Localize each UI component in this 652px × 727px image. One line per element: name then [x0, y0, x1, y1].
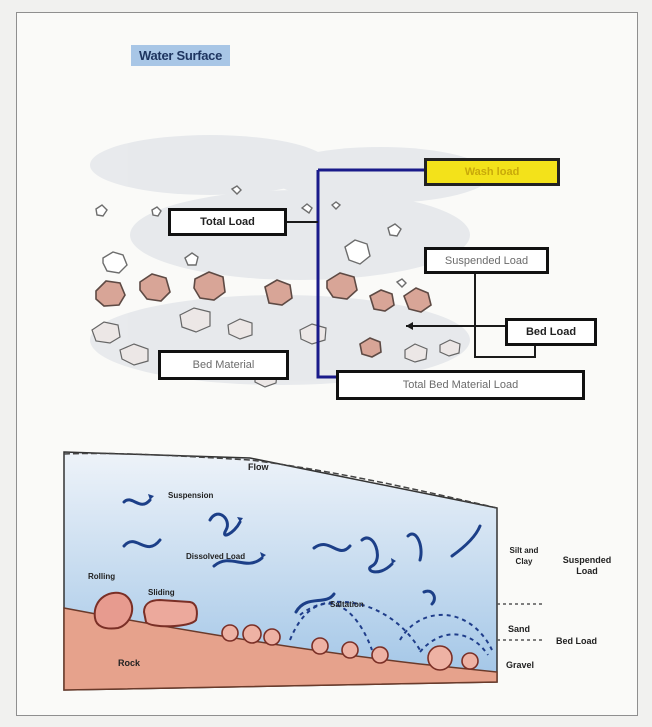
sand-label: Sand [508, 624, 531, 634]
sliding-label: Sliding [148, 588, 175, 597]
rock-label: Rock [118, 658, 141, 668]
total-load-box: Total Load [168, 208, 287, 236]
flow-label: Flow [248, 462, 269, 472]
silt-and-clay-label: Silt and Clay [509, 546, 539, 566]
saltation-label: Saltation [330, 600, 364, 609]
bed-material-box: Bed Material [158, 350, 289, 380]
water-surface-label: Water Surface [131, 45, 231, 66]
total-bed-material-load-box: Total Bed Material Load [336, 370, 585, 400]
dissolved-load-label: Dissolved Load [186, 552, 246, 561]
suspended-load-box: Suspended Load [424, 247, 549, 274]
gravel-label: Gravel [506, 660, 535, 670]
rolling-label: Rolling [88, 572, 116, 581]
wash-load-box: Wash load [424, 158, 560, 186]
bed-load-box: Bed Load [505, 318, 597, 346]
suspended-load-side-label: Suspended Load [562, 555, 612, 576]
bed-load-side-label: Bed Load [556, 636, 598, 646]
suspension-label: Suspension [168, 491, 214, 500]
